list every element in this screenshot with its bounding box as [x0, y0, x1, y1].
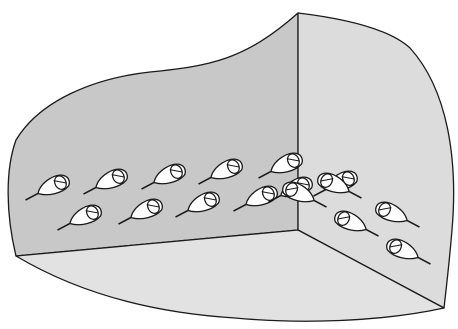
left-cut-face	[8, 13, 298, 256]
